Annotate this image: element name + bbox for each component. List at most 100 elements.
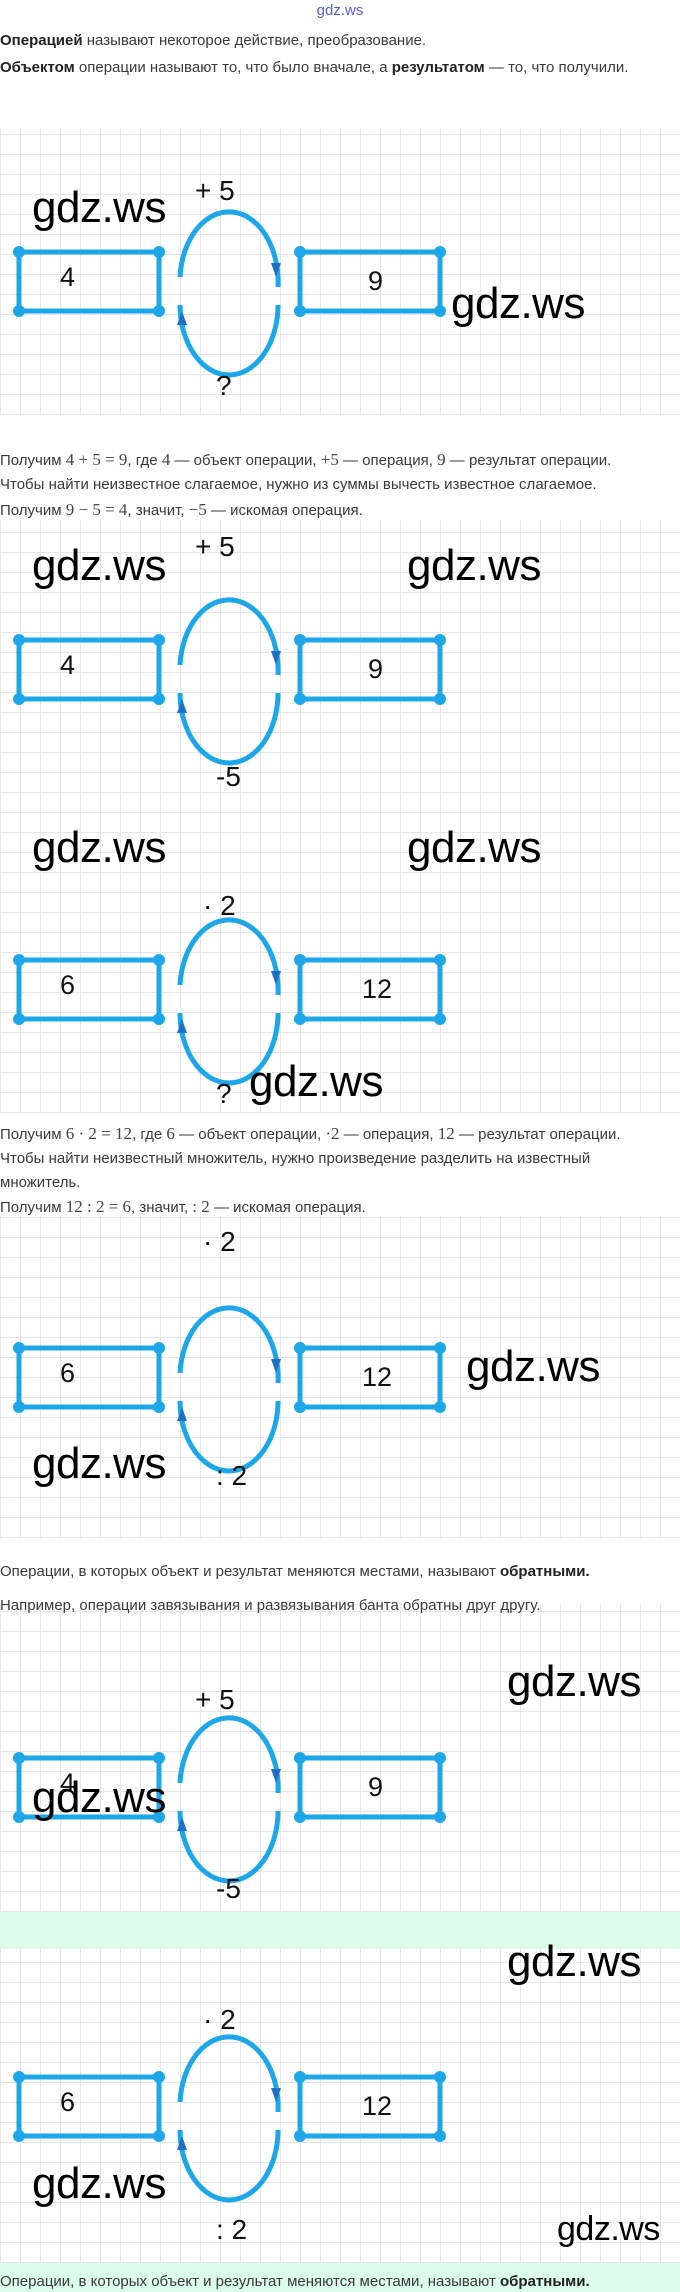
math-expression: 12: [437, 1124, 455, 1143]
corner-dot: [434, 246, 446, 258]
inverse-operation-label: : 2: [216, 2214, 248, 2245]
operation-diagram: [13, 2034, 446, 2203]
corner-dot: [294, 693, 306, 705]
text-span: Получим: [0, 1126, 66, 1143]
grid-background: [0, 520, 680, 1113]
corner-dot: [153, 1342, 165, 1354]
corner-dot: [13, 1811, 25, 1823]
highlight-band: [0, 2263, 680, 2292]
result-box: [297, 2074, 443, 2139]
corner-dot: [294, 1013, 306, 1025]
operation-label: + 5: [195, 531, 235, 562]
text-paragraph: Получим 9 − 5 = 4, значит, −5 — искомая …: [0, 500, 680, 521]
result-value: 12: [362, 2091, 393, 2121]
text-span: — искомая операция.: [206, 502, 363, 519]
math-expression: 6: [166, 1124, 175, 1143]
watermark-logo: gdz.ws: [407, 541, 541, 590]
math-expression: 9: [437, 450, 446, 469]
operation-label: + 5: [195, 175, 235, 206]
inverse-operation-label: ?: [216, 370, 232, 401]
operation-diagram: [13, 917, 446, 1086]
corner-dot: [434, 693, 446, 705]
watermark-logo: gdz.ws: [507, 1657, 641, 1706]
text-span: Получим: [0, 1199, 66, 1216]
result-value: 12: [362, 1362, 393, 1392]
text-span: — объект операции,: [174, 1126, 326, 1143]
watermark-logo: gdz.ws: [507, 1937, 641, 1986]
result-box: [297, 1345, 443, 1410]
corner-dot: [153, 634, 165, 646]
object-value: 6: [60, 2087, 76, 2117]
text-span: — операция,: [339, 1126, 438, 1143]
inverse-operation-label: ?: [216, 1078, 232, 1109]
result-value: 9: [368, 266, 384, 296]
watermark-logo: gdz.ws: [32, 823, 166, 872]
watermark-logo: gdz.ws: [466, 1342, 600, 1391]
bold-term: обратными.: [499, 1563, 590, 1580]
text-span: Получим: [0, 452, 66, 469]
corner-dot: [13, 246, 25, 258]
bold-term: Операцией: [0, 32, 83, 49]
text-span: — результат операции.: [445, 452, 612, 469]
inverse-operation-label: -5: [216, 761, 241, 792]
corner-dot: [294, 1401, 306, 1413]
corner-dot: [13, 693, 25, 705]
operation-label: · 2: [203, 1226, 236, 1257]
forward-arc: [177, 1715, 281, 1794]
arrow-down-icon: [271, 1359, 281, 1373]
forward-arc: [177, 597, 281, 676]
corner-dot: [13, 1342, 25, 1354]
corner-dot: [294, 1811, 306, 1823]
corner-dot: [153, 246, 165, 258]
corner-dot: [434, 305, 446, 317]
corner-dot: [294, 2130, 306, 2142]
math-expression: : 2: [192, 1197, 210, 1216]
arrow-up-icon: [177, 1817, 187, 1831]
object-box: [16, 2074, 162, 2139]
watermark-logo: gdz.ws: [451, 279, 585, 328]
operation-label: · 2: [203, 2004, 236, 2035]
arrow-up-icon: [177, 1407, 187, 1421]
corner-dot: [294, 954, 306, 966]
corner-dot: [13, 1752, 25, 1764]
corner-dot: [13, 2130, 25, 2142]
arrow-down-icon: [271, 971, 281, 985]
inverse-arc: [177, 1400, 281, 1474]
highlight-band: [0, 1912, 680, 1949]
text-span: — объект операции,: [170, 452, 321, 469]
grid-background: [0, 1949, 680, 2263]
text-paragraph: Получим 12 : 2 = 6, значит, : 2 — искома…: [0, 1197, 680, 1218]
result-value: 9: [368, 1772, 384, 1802]
object-box: [16, 1755, 162, 1820]
watermark-logo: gdz.ws: [32, 2159, 166, 2208]
text-paragraph: Операции, в которых объект и результат м…: [0, 1562, 680, 1582]
corner-dot: [13, 2071, 25, 2083]
site-watermark[interactable]: gdz.ws: [316, 2, 364, 19]
watermark-logo: gdz.ws: [32, 1439, 166, 1488]
inverse-arc: [177, 1012, 281, 1086]
inverse-operation-label: : 2: [216, 1460, 248, 1491]
corner-dot: [294, 305, 306, 317]
corner-dot: [434, 2071, 446, 2083]
watermark-logo: gdz.ws: [407, 823, 541, 872]
text-paragraph: множитель.: [0, 1173, 680, 1193]
math-expression: 12 : 2 = 6: [65, 1197, 132, 1216]
text-span: называют некоторое действие, преобразова…: [82, 32, 427, 49]
corner-dot: [13, 1401, 25, 1413]
math-expression: 4: [161, 450, 171, 469]
object-box: [16, 1345, 162, 1410]
corner-dot: [434, 1811, 446, 1823]
corner-dot: [153, 1013, 165, 1025]
object-box: [16, 637, 162, 702]
text-span: , где: [127, 452, 162, 469]
bold-term: Объектом: [0, 59, 75, 76]
corner-dot: [294, 246, 306, 258]
corner-dot: [153, 693, 165, 705]
corner-dot: [153, 2130, 165, 2142]
arrow-up-icon: [177, 699, 187, 713]
corner-dot: [13, 1013, 25, 1025]
forward-arc: [177, 209, 281, 288]
math-expression: 4 + 5 = 9: [65, 450, 128, 469]
text-paragraph: Получим 6 · 2 = 12, где 6 — объект опера…: [0, 1124, 680, 1145]
inverse-arc: [177, 692, 281, 766]
